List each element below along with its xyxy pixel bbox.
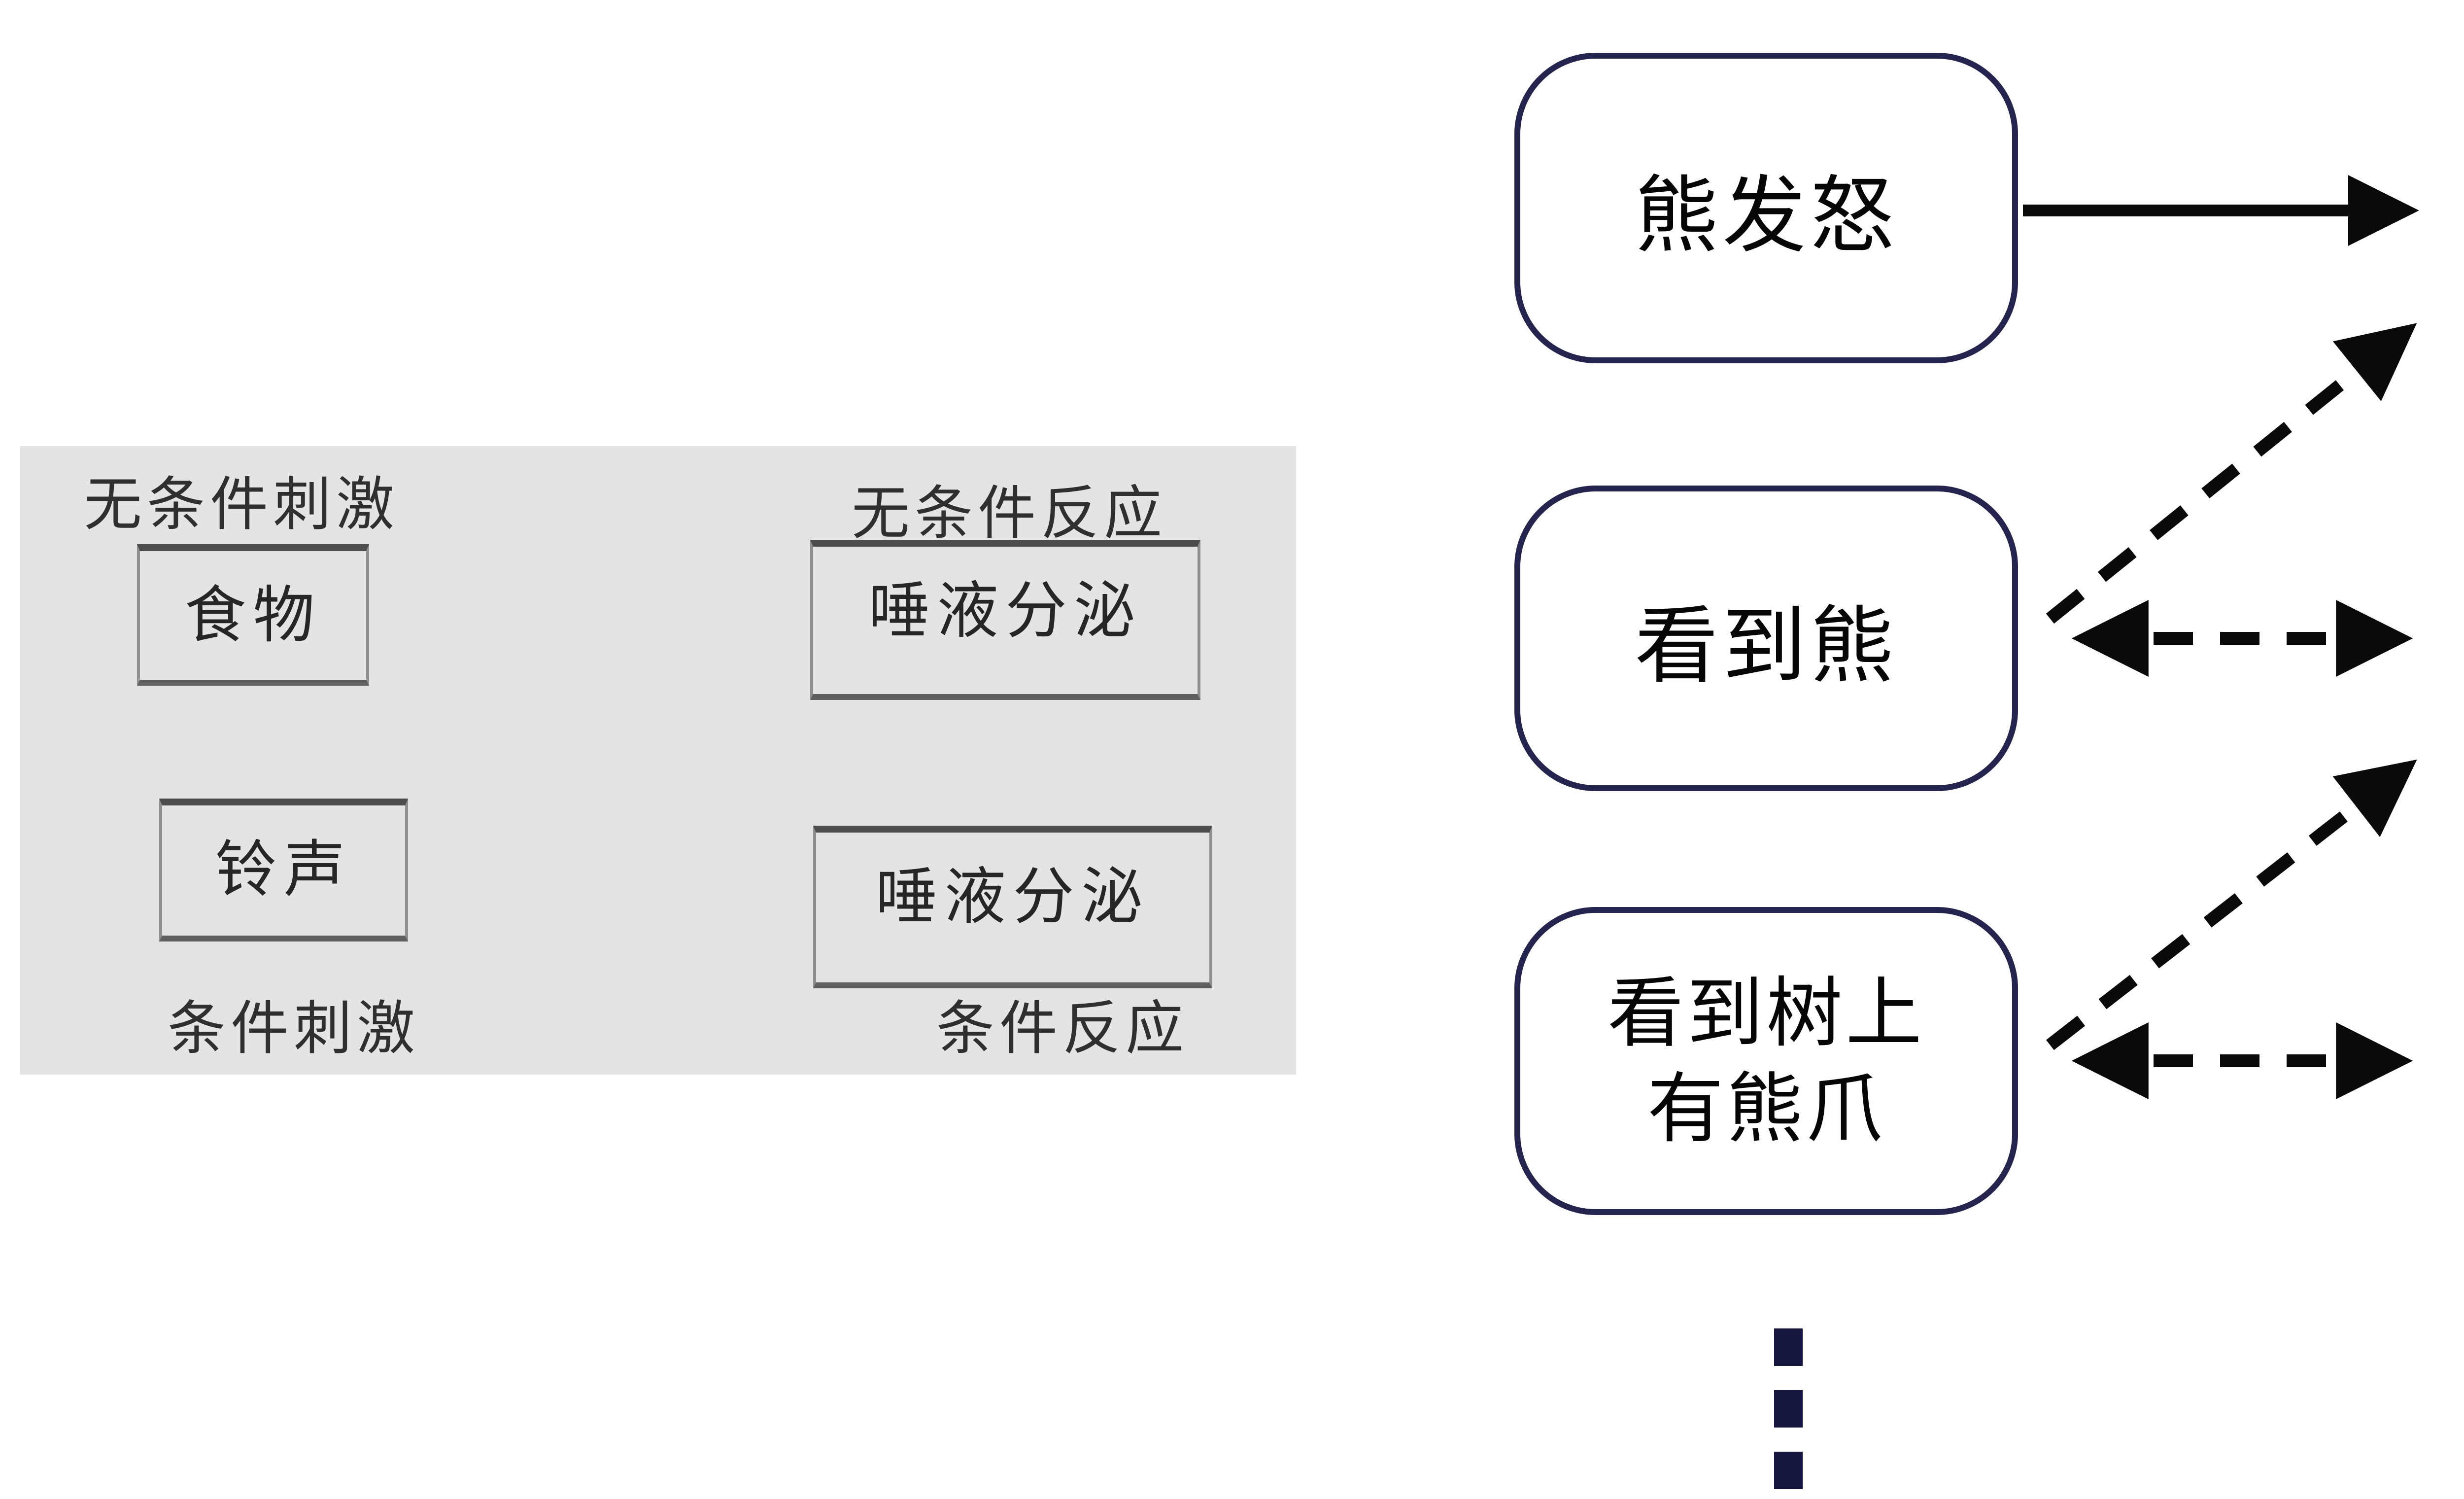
bear-angry-label: 熊发怒 bbox=[1634, 169, 1898, 263]
bell-box: 铃声 bbox=[159, 799, 408, 941]
see-claw-to-value-next-dashed-diagonal-arrow bbox=[2046, 759, 2417, 1050]
salivation-top-label: 唾液分泌 bbox=[868, 577, 1142, 645]
stimulus-column-ellipsis bbox=[1774, 1328, 1803, 1489]
classical-conditioning-panel: 无条件刺激 无条件反应 食物 唾液分泌 铃声 唾液分泌 条件刺激 条件反应 bbox=[20, 446, 1296, 1075]
food-box-label: 食物 bbox=[184, 581, 322, 650]
conditioned-response-label: 条件反应 bbox=[936, 996, 1189, 1061]
see-claw-box: 看到树上 有熊爪 bbox=[1514, 907, 2018, 1215]
salivation-box-top: 唾液分泌 bbox=[810, 540, 1200, 700]
salivation-bottom-label: 唾液分泌 bbox=[876, 863, 1150, 931]
see-bear-to-reward-dashed-diagonal-arrow bbox=[2046, 323, 2417, 624]
unconditioned-response-label: 无条件反应 bbox=[852, 481, 1167, 546]
see-claw-label-line1: 看到树上 bbox=[1608, 970, 1925, 1056]
conditioned-stimulus-label: 条件刺激 bbox=[168, 996, 420, 1061]
see-bear-label: 看到熊 bbox=[1634, 599, 1898, 693]
see-bear-box: 看到熊 bbox=[1514, 486, 2018, 791]
see-claw-label-line2: 有熊爪 bbox=[1647, 1066, 1885, 1151]
food-box: 食物 bbox=[137, 544, 369, 686]
unconditioned-stimulus-label: 无条件刺激 bbox=[84, 472, 400, 537]
salivation-box-bottom: 唾液分泌 bbox=[813, 826, 1212, 988]
bell-box-label: 铃声 bbox=[215, 836, 352, 904]
bear-angry-box: 熊发怒 bbox=[1514, 53, 2018, 363]
